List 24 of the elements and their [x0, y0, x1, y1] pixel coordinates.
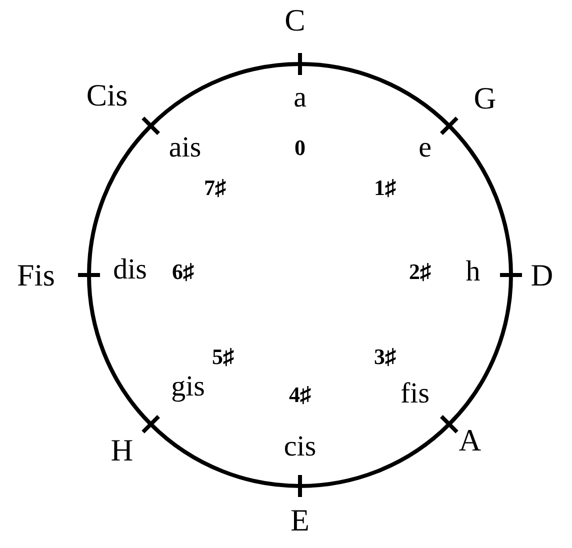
sharp-count: 1♯ [374, 177, 396, 199]
key-label: gis [171, 372, 205, 402]
key-label: H [110, 434, 134, 466]
sharp-count: 0 [294, 137, 306, 159]
key-label: dis [113, 256, 147, 284]
sharp-count: 4♯ [289, 384, 311, 406]
key-label: fis [400, 380, 430, 408]
key-label: h [466, 258, 480, 286]
key-label: ais [168, 134, 202, 162]
key-label: A [458, 424, 482, 456]
sharp-count: 3♯ [374, 346, 396, 368]
sharp-count: 6♯ [172, 261, 194, 283]
key-label: e [418, 134, 432, 162]
key-label: cis [284, 432, 316, 462]
key-label: Fis [17, 260, 55, 290]
key-label: E [290, 504, 310, 536]
key-label: D [530, 260, 554, 290]
key-label: Cis [86, 80, 128, 110]
key-label: G [474, 82, 496, 114]
key-label: a [294, 84, 306, 112]
sharp-count: 2♯ [409, 261, 431, 283]
key-label: C [284, 4, 306, 36]
sharp-count: 7♯ [204, 177, 226, 199]
sharp-count: 5♯ [212, 346, 234, 368]
